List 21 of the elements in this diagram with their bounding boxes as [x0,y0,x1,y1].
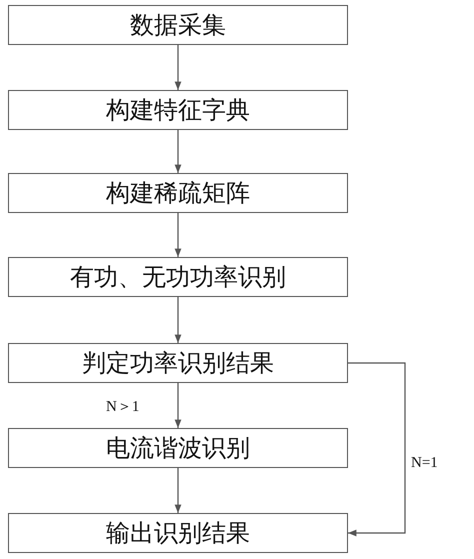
box-label: 输出识别结果 [106,520,250,549]
process-box [8,173,348,213]
arrow [174,45,182,90]
box-label: 构建特征字典 [106,96,250,126]
box-label: 有功、无功功率识别 [70,264,286,293]
box-label: 电流谐波识别 [106,434,250,464]
process-box [8,428,348,468]
process-box [8,257,348,297]
arrow [174,297,182,343]
box-label: 判定功率识别结果 [82,350,274,379]
process-box [8,5,348,45]
arrow [174,383,182,428]
arrow [174,213,182,257]
arrow [174,130,182,173]
box-label: 构建稀疏矩阵 [106,180,250,209]
arrow [348,362,406,536]
box-label: 数据采集 [130,12,226,41]
process-box [8,343,348,383]
process-box [8,513,348,553]
arrow [174,468,182,513]
process-box [8,90,348,130]
